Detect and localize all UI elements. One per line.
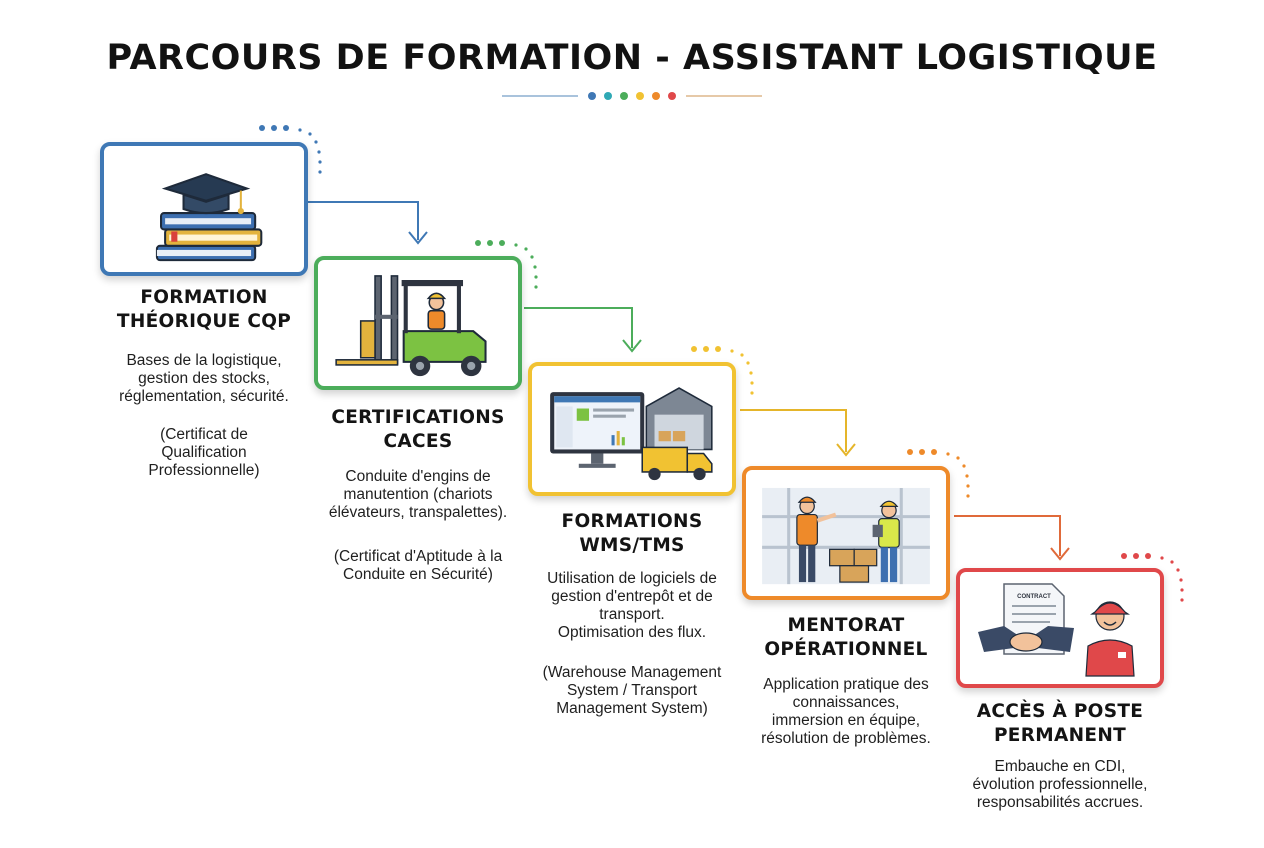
desc-line: Utilisation de logiciels de	[547, 570, 717, 587]
desc-line: transport.	[599, 606, 665, 623]
connector-arrow-1	[308, 201, 428, 245]
step-card-mentorat-operationnel	[742, 466, 950, 600]
step-card-acces-poste-permanent: CONTRACT	[956, 568, 1164, 688]
step-4-title-line2: OPÉRATIONNEL	[764, 639, 928, 660]
step-4-description: Application pratique des connaissances, …	[722, 676, 970, 748]
desc-line: Conduite d'engins de	[345, 468, 491, 485]
desc-line: manutention (chariots	[343, 486, 493, 503]
step-1-title: FORMATION THÉORIQUE CQP	[80, 286, 328, 334]
title-divider	[502, 92, 762, 100]
desc-line: réglementation, sécurité.	[119, 388, 289, 405]
computer-warehouse-truck-icon	[550, 387, 713, 481]
page-title: PARCOURS DE FORMATION - ASSISTANT LOGIST…	[106, 38, 1158, 78]
step-3-title-line2: WMS/TMS	[579, 535, 685, 556]
desc-line: Application pratique des	[763, 676, 929, 693]
desc-line: élévateurs, transpalettes).	[328, 504, 508, 521]
graduation-cap-books-icon	[155, 173, 263, 262]
step-5-title-line2: PERMANENT	[993, 725, 1127, 746]
step-5-title-line1: ACCÈS À POSTE	[976, 701, 1144, 722]
step-3-title: FORMATIONS WMS/TMS	[508, 510, 756, 558]
step-2-note: (Certificat d'Aptitude à la Conduite en …	[294, 548, 542, 584]
step-1-note: (Certificat de Qualification Professionn…	[80, 426, 328, 480]
step-1-title-line2: THÉORIQUE CQP	[116, 311, 292, 332]
step-3-title-line1: FORMATIONS	[561, 511, 703, 532]
mentor-workers-icon	[762, 487, 930, 585]
desc-line: Embauche en CDI,	[994, 758, 1126, 775]
step-2-description: Conduite d'engins de manutention (chario…	[294, 468, 542, 522]
step-2-title-line2: CACES	[383, 431, 453, 452]
note-line: (Warehouse Management	[542, 664, 722, 681]
contract-label: CONTRACT	[1017, 594, 1051, 600]
step-4-title-line1: MENTORAT	[787, 615, 905, 636]
desc-line: gestion d'entrepôt et de	[551, 588, 713, 605]
step-5-title: ACCÈS À POSTE PERMANENT	[936, 700, 1184, 748]
note-line: (Certificat d'Aptitude à la	[333, 548, 503, 565]
step-3-description: Utilisation de logiciels de gestion d'en…	[508, 570, 756, 642]
step-1-title-line1: FORMATION	[140, 287, 268, 308]
note-line: Conduite en Sécurité)	[343, 566, 493, 583]
step-2-title: CERTIFICATIONS CACES	[294, 406, 542, 454]
desc-line: évolution professionnelle,	[972, 776, 1148, 793]
note-line: Qualification	[161, 444, 247, 461]
connector-arrow-2	[524, 307, 642, 353]
desc-line: connaissances,	[792, 694, 900, 711]
desc-line: gestion des stocks,	[138, 370, 270, 387]
step-5-description: Embauche en CDI, évolution professionnel…	[936, 758, 1184, 812]
desc-line: Bases de la logistique,	[126, 352, 282, 369]
desc-line: immersion en équipe,	[771, 712, 921, 729]
step-3-note: (Warehouse Management System / Transport…	[508, 664, 756, 718]
note-line: System / Transport	[566, 682, 698, 699]
desc-line: résolution de problèmes.	[761, 730, 931, 747]
desc-line: Optimisation des flux.	[557, 624, 707, 641]
note-line: (Certificat de	[160, 426, 248, 443]
note-line: Management System)	[556, 700, 708, 717]
step-4-title: MENTORAT OPÉRATIONNEL	[722, 614, 970, 662]
step-card-formations-wms-tms	[528, 362, 736, 496]
step-1-description: Bases de la logistique, gestion des stoc…	[80, 352, 328, 406]
contract-handshake-icon: CONTRACT	[978, 583, 1135, 677]
connector-arrow-4	[954, 515, 1070, 561]
forklift-icon	[335, 275, 487, 377]
note-line: Professionnelle)	[148, 462, 260, 479]
step-card-certifications-caces	[314, 256, 522, 390]
step-2-title-line1: CERTIFICATIONS	[331, 407, 505, 428]
connector-arrow-3	[740, 409, 856, 457]
step-card-formation-theorique	[100, 142, 308, 276]
desc-line: responsabilités accrues.	[976, 794, 1144, 811]
